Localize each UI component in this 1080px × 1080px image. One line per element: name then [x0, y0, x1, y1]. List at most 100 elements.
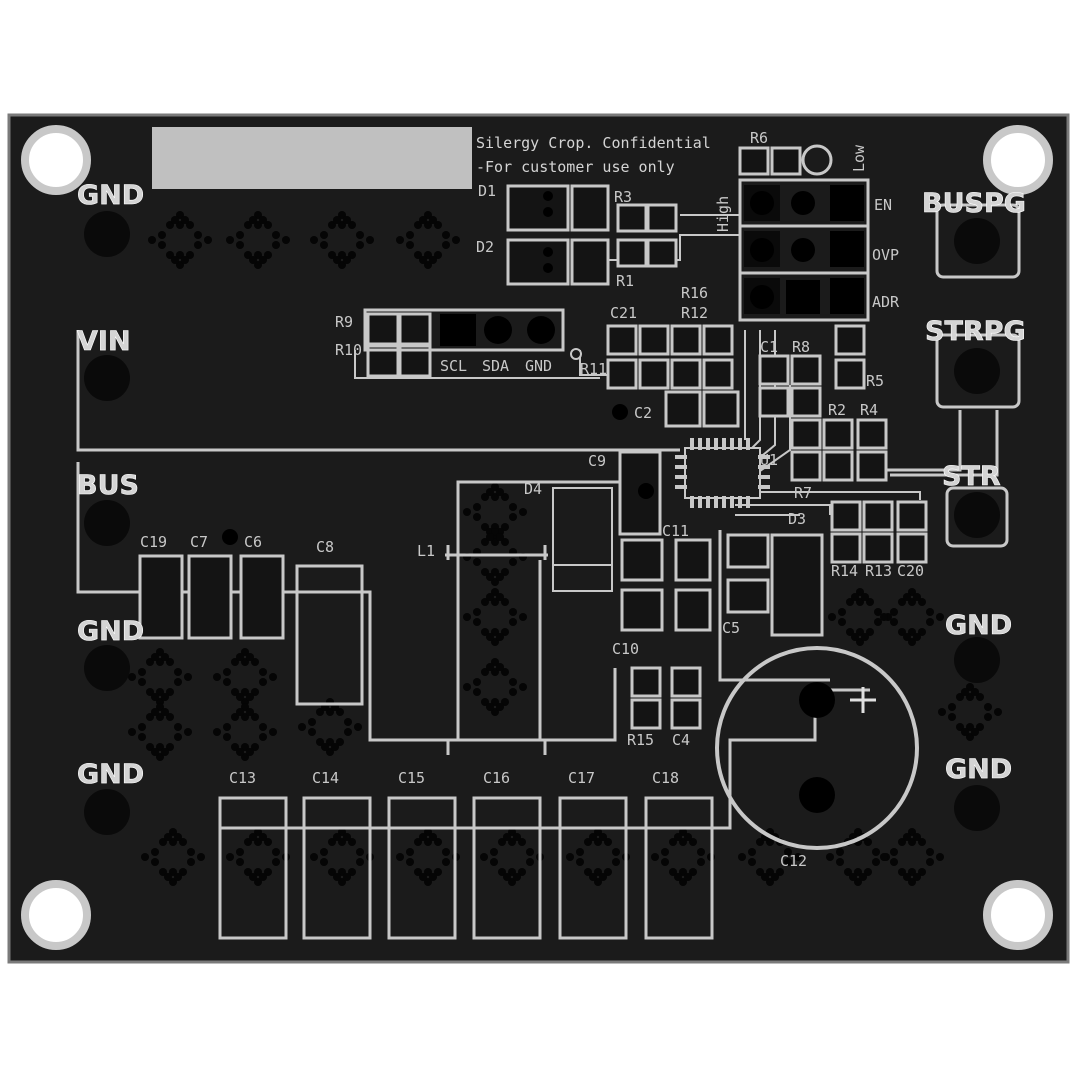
output-cap-outline [218, 796, 288, 940]
tp-label-str: STR [942, 461, 1001, 492]
sw-trace [456, 480, 640, 740]
via-cluster [213, 703, 277, 761]
refdes: C19 [140, 533, 167, 551]
via-cluster [463, 588, 527, 646]
pad-outline [830, 532, 862, 564]
pad-outline [822, 450, 854, 482]
tp-label-strpg: STRPG [925, 316, 1026, 347]
refdes: U1 [760, 451, 778, 469]
jumper-block [738, 144, 870, 322]
refdes: R1 [616, 272, 634, 290]
via-cluster [396, 828, 460, 886]
test-point-pad [954, 637, 1000, 683]
refdes: C9 [588, 452, 606, 470]
refdes: C11 [662, 522, 689, 540]
tp-label-gnd-mid-right: GND [945, 610, 1012, 641]
pad-outline [770, 146, 802, 176]
refdes: R3 [614, 188, 632, 206]
pad-outline [670, 324, 702, 356]
pad-outline [638, 324, 670, 356]
tp-label-vin: VIN [77, 326, 131, 357]
str-frame [945, 486, 1009, 548]
test-point-pad [954, 348, 1000, 394]
pad-outline [702, 324, 734, 356]
pad-outline [834, 324, 866, 356]
confidential-line-1: Silergy Crop. Confidential [476, 134, 711, 152]
pad-outline [366, 312, 400, 346]
via-cluster [463, 658, 527, 716]
pad-outline [630, 666, 662, 698]
refdes: D3 [788, 510, 806, 528]
pad-outline [856, 418, 888, 450]
refdes: C10 [612, 640, 639, 658]
pad-outline [790, 450, 822, 482]
pad-outline [670, 698, 702, 730]
pad-outline [896, 532, 928, 564]
via-cluster [566, 828, 630, 886]
refdes: C8 [316, 538, 334, 556]
test-point-pad [84, 500, 130, 546]
refdes: R16 [681, 284, 708, 302]
test-point-pad [84, 789, 130, 835]
silkscreen-traces [76, 214, 999, 830]
pad-outline [790, 386, 822, 418]
refdes: C20 [897, 562, 924, 580]
pad-outline [790, 418, 822, 450]
str-trace [890, 410, 999, 477]
refdes: C7 [190, 533, 208, 551]
refdes: R11 [580, 360, 607, 378]
pad-outline [638, 358, 670, 390]
pad-outline [834, 358, 866, 390]
refdes: C1 [760, 338, 778, 356]
pad-outline [570, 238, 610, 286]
via-cluster [128, 648, 192, 706]
pad-outline [620, 588, 664, 632]
tp-label-buspg: BUSPG [922, 188, 1026, 219]
pad-outline [822, 418, 854, 450]
pad-outline [862, 532, 894, 564]
pad-outline [862, 500, 894, 532]
bus-trace [76, 462, 445, 742]
pad-outline [738, 146, 770, 176]
label-box [152, 127, 472, 189]
pad-outline [606, 324, 638, 356]
i2c-label-gnd: GND [525, 357, 552, 375]
refdes: C21 [610, 304, 637, 322]
confidential-line-2: -For customer use only [476, 158, 675, 176]
mounting-hole-icon [983, 125, 1053, 195]
pad-outline [758, 354, 790, 386]
strpg-trace [880, 410, 962, 472]
pad-outline [790, 354, 822, 386]
refdes: L1 [417, 542, 435, 560]
jumper-label-adr: ADR [872, 293, 900, 311]
output-cap-outline [387, 796, 457, 940]
refdes: C4 [672, 731, 690, 749]
via-cluster [880, 588, 944, 646]
c8-outline [295, 564, 364, 706]
refdes: C16 [483, 769, 510, 787]
pad-outline [646, 203, 678, 233]
output-cap-outline [302, 796, 372, 940]
pad-outline [506, 184, 570, 232]
pad-outline [506, 238, 570, 286]
via-cluster [396, 211, 460, 269]
pad-outline [239, 554, 285, 640]
refdes: C12 [780, 852, 807, 870]
via-clusters [128, 211, 1002, 886]
pad-outline [570, 184, 610, 232]
pad-outline [616, 203, 648, 233]
refdes: R2 [828, 401, 846, 419]
pad-outline [616, 238, 648, 268]
component-pads [138, 146, 928, 730]
pad-outline [674, 538, 712, 582]
refdes: C15 [398, 769, 425, 787]
i2c-label-scl: SCL [440, 357, 467, 375]
refdes: R8 [792, 338, 810, 356]
via-cluster [148, 211, 212, 269]
via-cluster [141, 828, 205, 886]
via-cluster [480, 828, 544, 886]
test-point-pad [84, 355, 130, 401]
via-cluster [310, 828, 374, 886]
pad-outline [758, 386, 790, 418]
pad-outline [726, 533, 770, 569]
